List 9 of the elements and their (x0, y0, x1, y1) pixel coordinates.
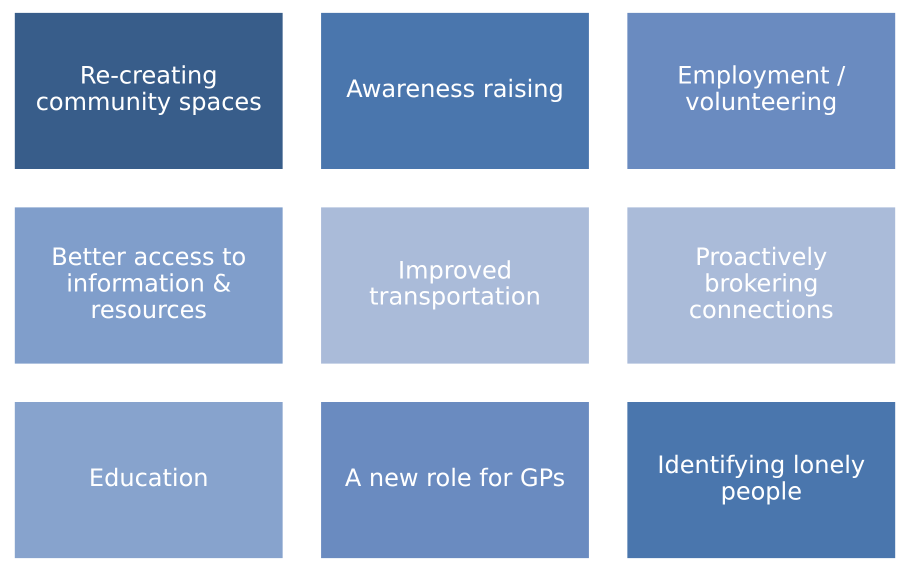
node-box: Proactively brokering connections (627, 207, 896, 364)
node-box: Better access to information & resources (14, 207, 283, 364)
node-box: Employment / volunteering (627, 12, 896, 169)
node-box: Identifying lonely people (627, 402, 896, 558)
node-box: Awareness raising (321, 12, 589, 169)
node-box: Improved transportation (321, 207, 589, 364)
node-box: Education (14, 402, 283, 558)
node-box: A new role for GPs (321, 402, 589, 558)
node-box: Re-creating community spaces (14, 12, 283, 169)
